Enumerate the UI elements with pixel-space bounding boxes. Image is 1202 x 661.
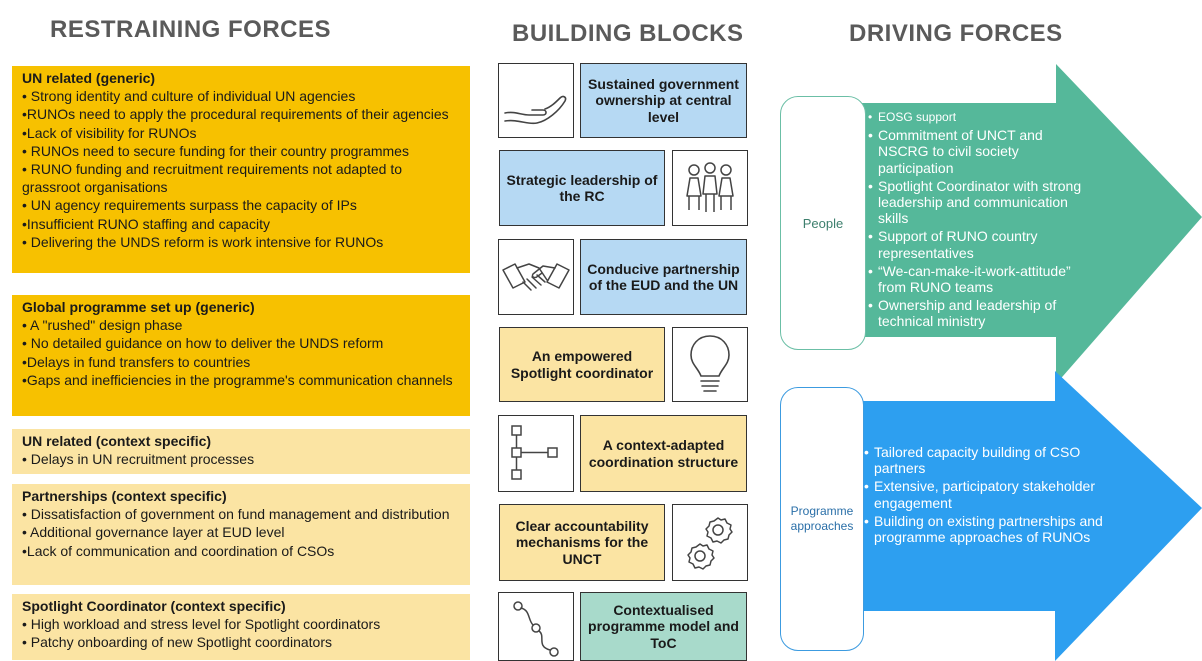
people-label: People bbox=[780, 96, 866, 350]
building-block-5: A context-adapted coordination structure bbox=[580, 415, 747, 492]
group-title: Partnerships (context specific) bbox=[22, 488, 227, 504]
handshake-icon bbox=[498, 239, 574, 315]
list-item: • A "rushed" design phase bbox=[22, 317, 183, 334]
group-title: UN related (context specific) bbox=[22, 433, 212, 449]
org-structure-icon bbox=[498, 415, 574, 492]
building-block-2: Strategic leadership of the RC bbox=[499, 150, 665, 226]
programme-driving-list: Tailored capacity building of CSO partne… bbox=[862, 444, 1112, 547]
restraining-group-partnerships: Partnerships (context specific) • Dissat… bbox=[12, 484, 470, 585]
list-item: EOSG support bbox=[866, 109, 1096, 125]
list-item: Extensive, participatory stakeholder eng… bbox=[862, 478, 1112, 510]
restraining-group-un-context: UN related (context specific) • Delays i… bbox=[12, 429, 470, 474]
building-block-7: Contextualised programme model and ToC bbox=[580, 592, 747, 661]
list-item: • UN agency requirements surpass the cap… bbox=[22, 197, 357, 214]
people-group-icon bbox=[672, 150, 748, 226]
restraining-group-global-programme: Global programme set up (generic) • A "r… bbox=[12, 295, 470, 416]
restraining-group-un-generic: UN related (generic) • Strong identity a… bbox=[12, 66, 470, 273]
gears-icon bbox=[672, 504, 748, 581]
restraining-group-spotlight-coordinator: Spotlight Coordinator (context specific)… bbox=[12, 594, 470, 660]
list-item: • No detailed guidance on how to deliver… bbox=[22, 335, 384, 352]
list-item: Spotlight Coordinator with strong leader… bbox=[866, 178, 1096, 227]
list-item: •Delays in fund transfers to countries bbox=[22, 353, 251, 370]
list-item: •Insufficient RUNO staffing and capacity bbox=[22, 215, 270, 232]
programme-approaches-label: Programme approaches bbox=[780, 387, 864, 651]
building-block-4: An empowered Spotlight coordinator bbox=[499, 327, 665, 402]
list-item: • Patchy onboarding of new Spotlight coo… bbox=[22, 634, 332, 651]
list-item: • RUNOs need to secure funding for their… bbox=[22, 142, 409, 159]
group-title: Spotlight Coordinator (context specific) bbox=[22, 598, 286, 614]
list-item: • RUNO funding and recruitment requireme… bbox=[22, 161, 402, 196]
list-item: Ownership and leadership of technical mi… bbox=[866, 297, 1096, 329]
list-item: • Delivering the UNDS reform is work int… bbox=[22, 233, 384, 250]
hand-icon bbox=[498, 63, 574, 138]
driving-forces-heading: DRIVING FORCES bbox=[849, 20, 1063, 47]
list-item: • Additional governance layer at EUD lev… bbox=[22, 524, 285, 541]
list-item: Tailored capacity building of CSO partne… bbox=[862, 444, 1112, 476]
building-blocks-heading: BUILDING BLOCKS bbox=[512, 20, 744, 47]
group-title: UN related (generic) bbox=[22, 70, 156, 86]
list-item: •Lack of visibility for RUNOs bbox=[22, 124, 197, 141]
list-item: • High workload and stress level for Spo… bbox=[22, 616, 381, 633]
list-item: •Lack of communication and coordination … bbox=[22, 542, 335, 559]
list-item: Commitment of UNCT and NSCRG to civil so… bbox=[866, 127, 1096, 176]
list-item: Support of RUNO country representatives bbox=[866, 228, 1096, 260]
list-item: • Strong identity and culture of individ… bbox=[22, 88, 356, 105]
list-item: • Delays in UN recruitment processes bbox=[22, 451, 255, 468]
list-item: Building on existing partnerships and pr… bbox=[862, 513, 1112, 545]
list-item: “We-can-make-it-work-attitude” from RUNO… bbox=[866, 263, 1096, 295]
building-block-1: Sustained government ownership at centra… bbox=[580, 63, 747, 138]
building-block-6: Clear accountability mechanisms for the … bbox=[499, 504, 665, 581]
list-item: •Gaps and inefficiencies in the programm… bbox=[22, 371, 453, 388]
group-title: Global programme set up (generic) bbox=[22, 299, 255, 315]
path-nodes-icon bbox=[498, 592, 574, 661]
lightbulb-icon bbox=[672, 327, 748, 402]
restraining-forces-heading: RESTRAINING FORCES bbox=[50, 16, 332, 43]
building-block-3: Conducive partnership of the EUD and the… bbox=[580, 239, 747, 315]
list-item: • Dissatisfaction of government on fund … bbox=[22, 506, 450, 523]
people-driving-list: EOSG support Commitment of UNCT and NSCR… bbox=[866, 109, 1096, 332]
list-item: •RUNOs need to apply the procedural requ… bbox=[22, 106, 449, 123]
